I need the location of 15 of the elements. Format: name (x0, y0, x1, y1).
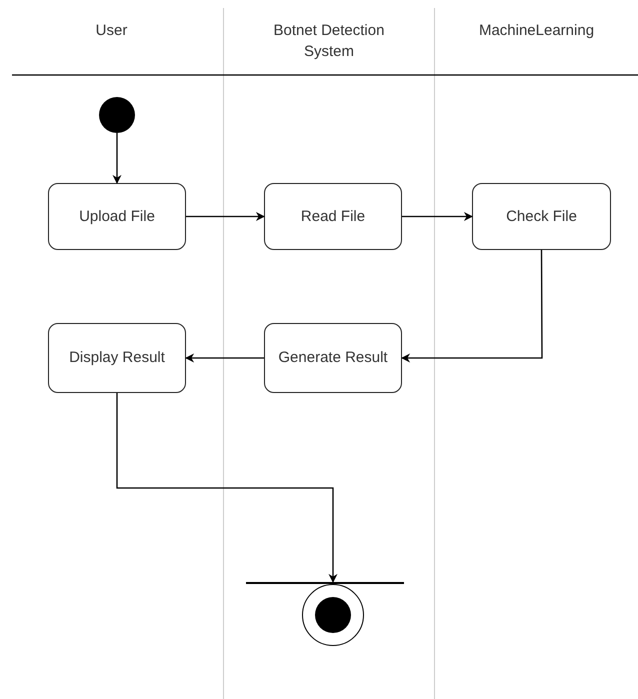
start-node (99, 97, 135, 133)
arrow (116, 393, 338, 583)
arrow (112, 133, 122, 184)
arrow (402, 212, 473, 221)
lane-heading: User (94, 21, 128, 41)
arrow (186, 212, 265, 221)
activity-box: Upload File (48, 183, 186, 250)
lane-heading: Botnet Detection System (272, 21, 386, 62)
activity-box: Display Result (48, 323, 186, 393)
activity-box: Generate Result (264, 323, 402, 393)
arrow (401, 250, 543, 362)
arrow (185, 354, 264, 362)
lane-heading: MachineLearning (478, 21, 596, 41)
activity-box: Check File (472, 183, 611, 250)
activity-box: Read File (264, 183, 402, 250)
